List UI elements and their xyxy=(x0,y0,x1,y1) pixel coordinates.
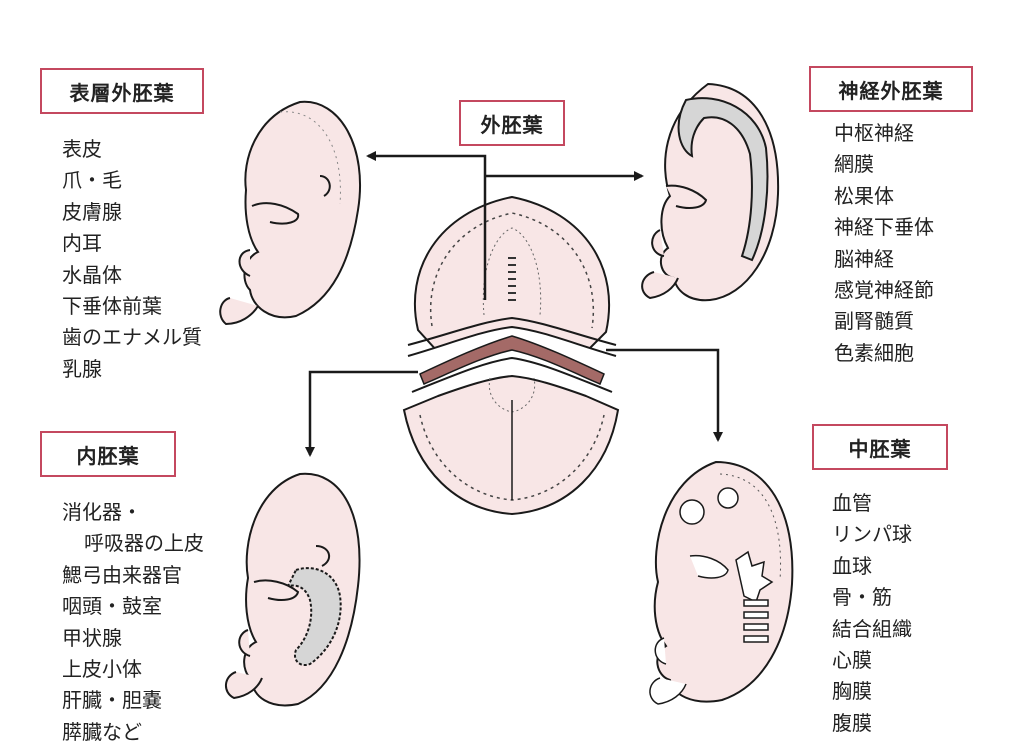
arrows xyxy=(305,151,723,457)
list-item: 消化器・ xyxy=(62,500,142,524)
list-item: リンパ球 xyxy=(832,522,912,547)
mesoderm-band xyxy=(419,335,605,385)
arrow-to-mesoderm xyxy=(606,348,723,442)
neural-groove-marks xyxy=(508,257,516,301)
neural-ectoderm-title: 神経外胚葉 xyxy=(838,78,944,103)
list-item: 心膜 xyxy=(832,648,872,673)
list-item: 乳腺 xyxy=(62,356,102,381)
embryo-neural-ectoderm xyxy=(641,82,780,302)
list-item: 水晶体 xyxy=(62,262,122,287)
surface-ectoderm-list: 表皮 爪・毛 皮膚腺 内耳 水晶体 下垂体前葉 歯のエナメル質 乳腺 xyxy=(62,134,202,385)
list-item: 網膜 xyxy=(834,152,874,177)
center-label: 外胚葉 xyxy=(480,112,544,137)
embryo-endoderm xyxy=(225,472,361,707)
list-item: 咽頭・鼓室 xyxy=(62,594,162,619)
list-item: 肝臓・胆嚢 xyxy=(62,688,162,713)
list-item: 松果体 xyxy=(834,183,894,208)
list-item: 皮膚腺 xyxy=(62,199,122,224)
neural-ectoderm-title-box: 神経外胚葉 xyxy=(809,66,973,112)
list-item: 膵臓など xyxy=(62,719,142,744)
yolk-sac xyxy=(402,374,620,516)
list-item: 表皮 xyxy=(62,137,102,161)
list-item: 血球 xyxy=(832,553,872,578)
arrow-to-surface-ectoderm xyxy=(366,151,487,300)
list-item: 上皮小体 xyxy=(62,657,142,682)
list-item: 骨・筋 xyxy=(832,585,892,610)
neural-tissue xyxy=(677,97,769,262)
embryo-mesoderm xyxy=(649,460,794,705)
list-item: 歯のエナメル質 xyxy=(62,325,202,350)
list-item: 血管 xyxy=(832,491,872,515)
list-item: 内耳 xyxy=(62,231,102,256)
list-item: 副腎髄質 xyxy=(834,309,914,334)
mesoderm-title-box: 中胚葉 xyxy=(812,424,948,470)
mesoderm-list: 血管 リンパ球 血球 骨・筋 結合組織 心膜 胸膜 腹膜 xyxy=(832,488,912,739)
center-label-box: 外胚葉 xyxy=(459,100,565,146)
surface-ectoderm-title: 表層外胚葉 xyxy=(69,80,175,105)
list-item: 脳神経 xyxy=(834,246,894,271)
endoderm-title-box: 内胚葉 xyxy=(40,431,176,477)
germ-layer-diagram xyxy=(219,82,794,707)
endoderm-title: 内胚葉 xyxy=(76,443,140,468)
embryo-surface-ectoderm xyxy=(219,100,362,326)
list-item: 神経下垂体 xyxy=(834,215,934,240)
central-embryo-cross-section xyxy=(402,195,620,516)
arrow-to-endoderm xyxy=(305,370,418,457)
list-item: 色素細胞 xyxy=(834,340,914,365)
list-item: 感覚神経節 xyxy=(834,278,934,303)
list-item: 胸膜 xyxy=(832,679,872,704)
list-item: 呼吸器の上皮 xyxy=(84,531,204,556)
list-item: 結合組織 xyxy=(832,616,912,641)
mesoderm-title: 中胚葉 xyxy=(848,436,912,461)
list-item: 鰓弓由来器官 xyxy=(62,562,182,587)
list-item: 下垂体前葉 xyxy=(62,294,162,319)
list-item: 爪・毛 xyxy=(62,168,122,193)
list-item: 甲状腺 xyxy=(62,625,122,650)
gut-tube xyxy=(286,567,342,666)
surface-ectoderm-title-box: 表層外胚葉 xyxy=(40,68,204,114)
list-item: 中枢神経 xyxy=(834,121,914,145)
endoderm-list: 消化器・ 呼吸器の上皮 鰓弓由来器官 咽頭・鼓室 甲状腺 上皮小体 肝臓・胆嚢 … xyxy=(62,497,204,748)
neural-ectoderm-list: 中枢神経 網膜 松果体 神経下垂体 脳神経 感覚神経節 副腎髄質 色素細胞 xyxy=(834,118,934,369)
